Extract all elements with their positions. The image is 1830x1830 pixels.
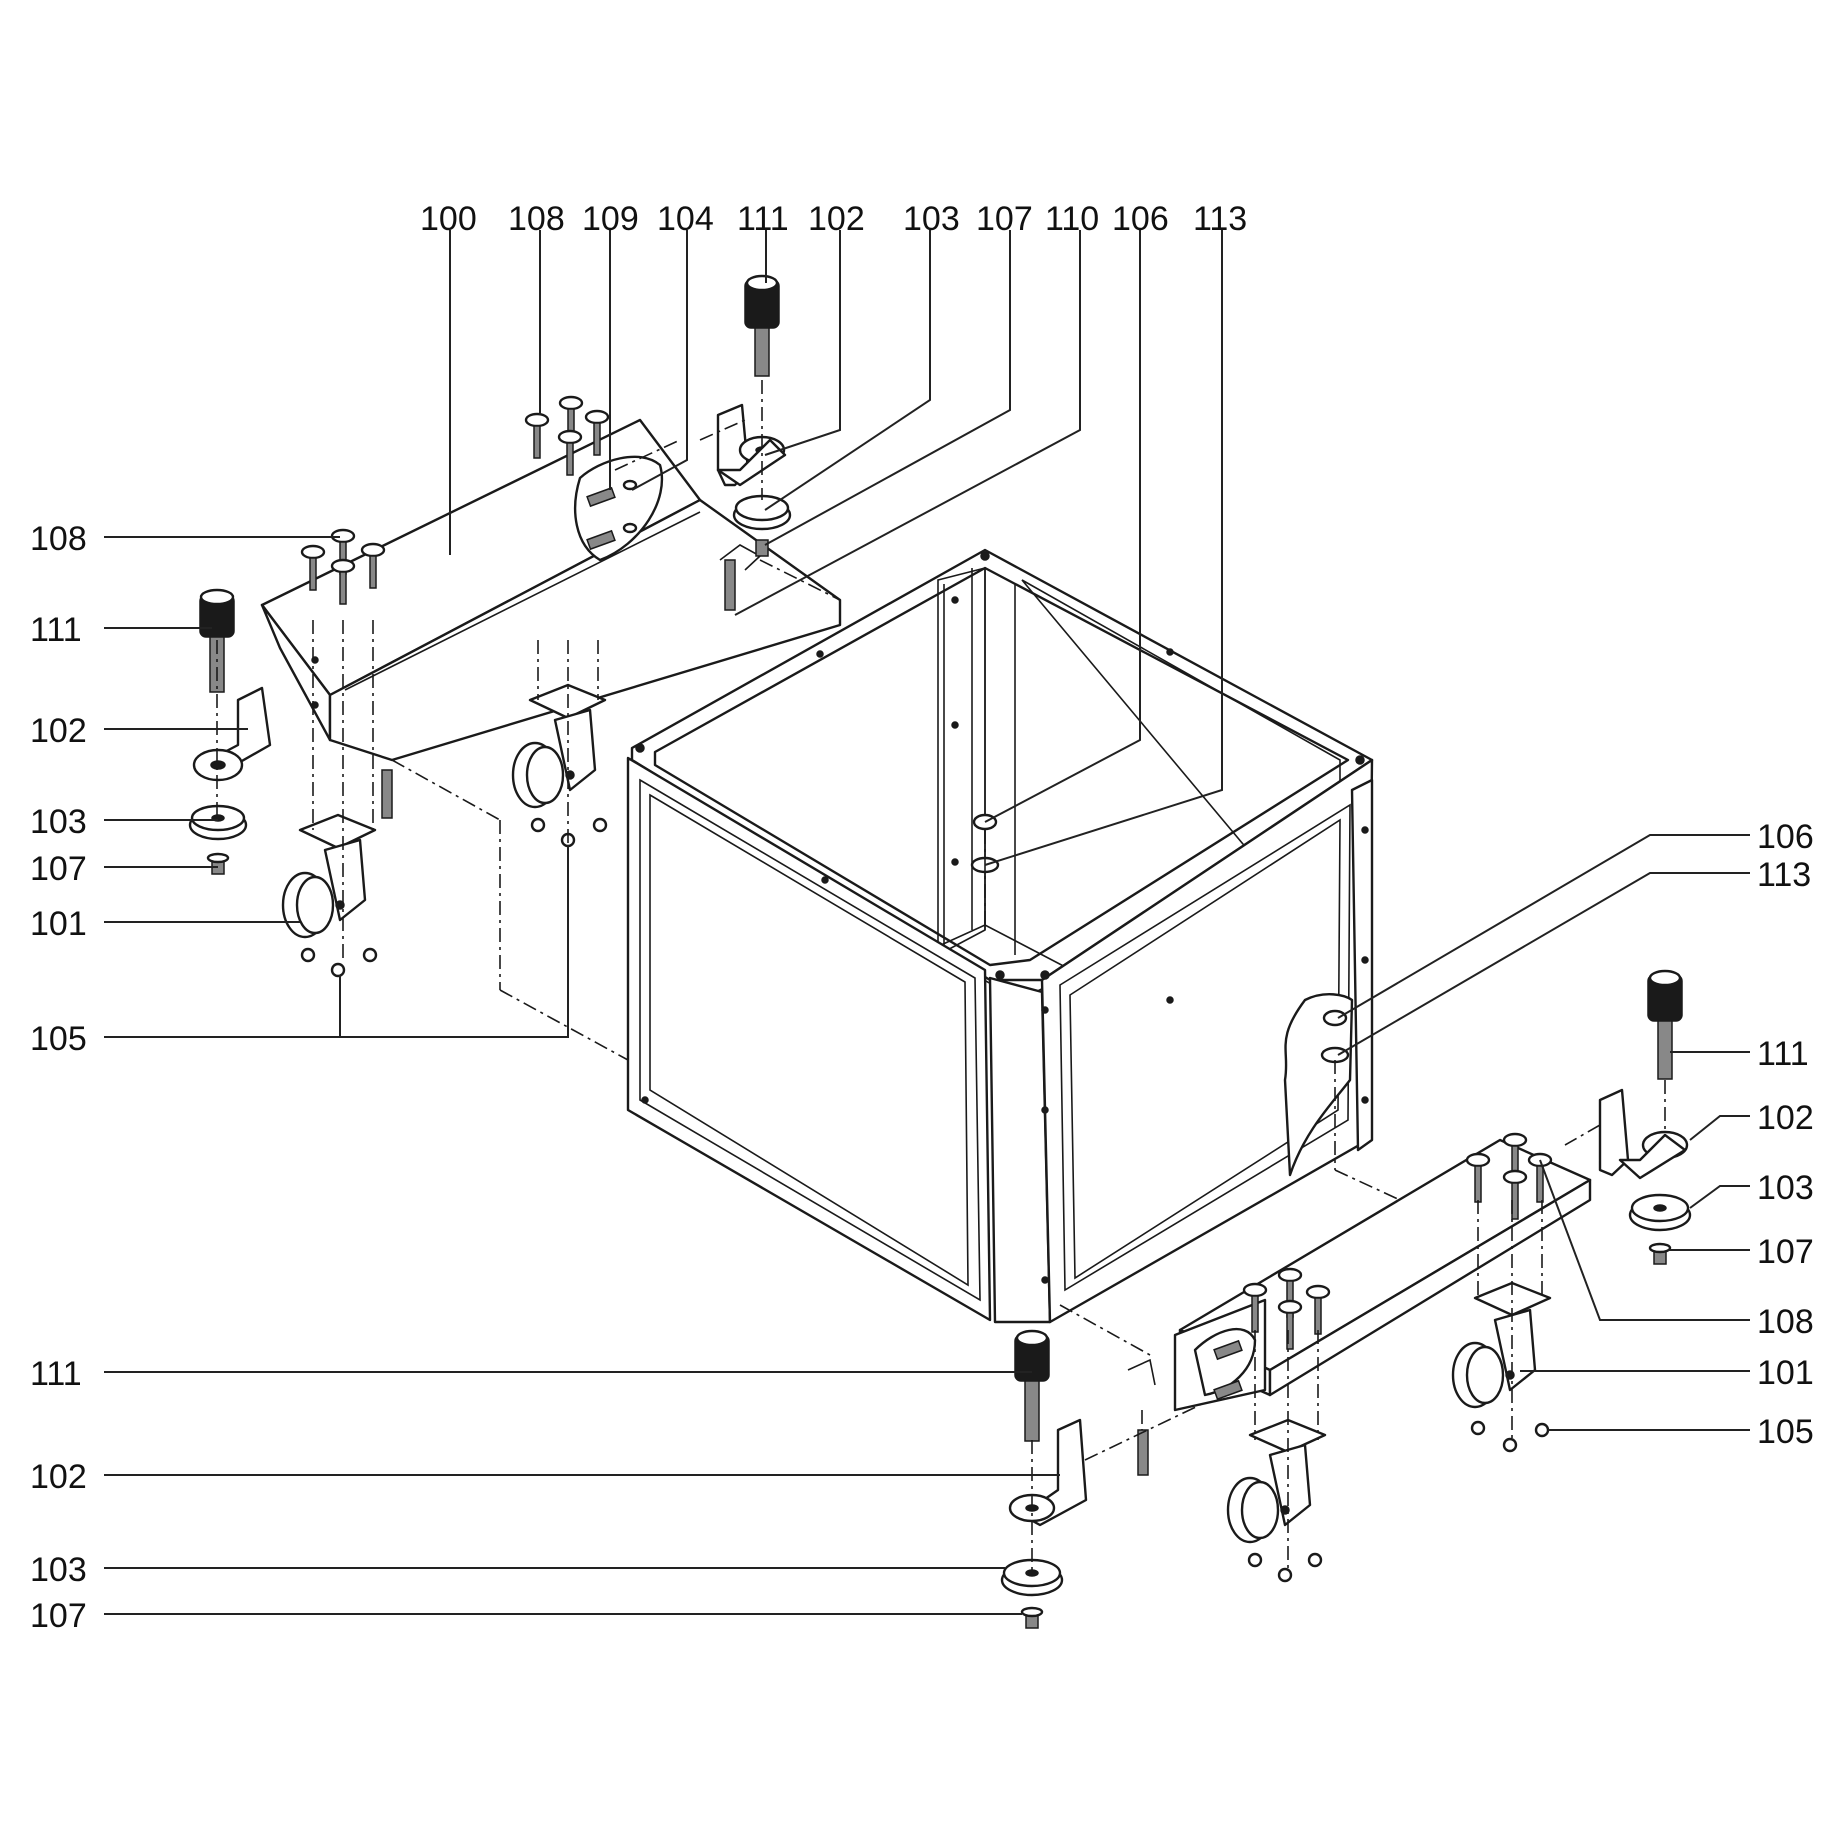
label-104-top: 104 bbox=[657, 200, 714, 238]
label-103-top: 103 bbox=[903, 200, 960, 238]
label-107-left: 107 bbox=[30, 850, 87, 888]
label-110-top: 110 bbox=[1045, 200, 1099, 238]
label-102-left: 102 bbox=[30, 712, 87, 750]
label-111-left-lower: 111 bbox=[30, 1355, 82, 1393]
part-number-labels: 100 108 109 104 111 102 103 107 110 106 … bbox=[30, 200, 1814, 1635]
label-102-left-lower: 102 bbox=[30, 1458, 87, 1496]
label-109-top: 109 bbox=[582, 200, 639, 238]
right-end-foot-assembly bbox=[1598, 969, 1692, 1265]
left-caster-front bbox=[281, 813, 378, 978]
label-105-left: 105 bbox=[30, 1020, 87, 1058]
label-108-top: 108 bbox=[508, 200, 565, 238]
right-caster-rear bbox=[1451, 1281, 1552, 1453]
label-101-right: 101 bbox=[1757, 1354, 1814, 1392]
cabinet-frame bbox=[626, 548, 1374, 1324]
left-back-foot-assembly bbox=[716, 274, 792, 557]
right-caster-front bbox=[1226, 1418, 1327, 1583]
label-108-left: 108 bbox=[30, 520, 87, 558]
left-caster-rear bbox=[511, 683, 608, 848]
label-111-right: 111 bbox=[1757, 1035, 1809, 1073]
label-106-right: 106 bbox=[1757, 818, 1814, 856]
label-103-left-lower: 103 bbox=[30, 1551, 87, 1589]
label-105-right: 105 bbox=[1757, 1413, 1814, 1451]
label-108-right: 108 bbox=[1757, 1303, 1814, 1341]
left-foot-assembly bbox=[188, 588, 272, 875]
label-113-top: 113 bbox=[1193, 200, 1247, 238]
label-101-left: 101 bbox=[30, 905, 87, 943]
assembly-centerlines bbox=[216, 380, 1666, 1575]
label-102-right: 102 bbox=[1757, 1099, 1814, 1137]
label-113-right: 113 bbox=[1757, 856, 1811, 894]
left-base-rail bbox=[260, 395, 842, 819]
label-100-top: 100 bbox=[420, 200, 477, 238]
label-111-left: 111 bbox=[30, 611, 82, 649]
label-103-right: 103 bbox=[1757, 1169, 1814, 1207]
right-base-rail bbox=[1127, 1132, 1592, 1476]
label-103-left: 103 bbox=[30, 803, 87, 841]
right-front-foot-assembly bbox=[1000, 1329, 1088, 1629]
label-111-top: 111 bbox=[737, 200, 789, 238]
leader-lines bbox=[104, 230, 1750, 1615]
label-107-right: 107 bbox=[1757, 1233, 1814, 1271]
label-107-left-lower: 107 bbox=[30, 1597, 87, 1635]
label-102-top: 102 bbox=[808, 200, 865, 238]
label-106-top: 106 bbox=[1112, 200, 1169, 238]
label-107-top: 107 bbox=[976, 200, 1033, 238]
